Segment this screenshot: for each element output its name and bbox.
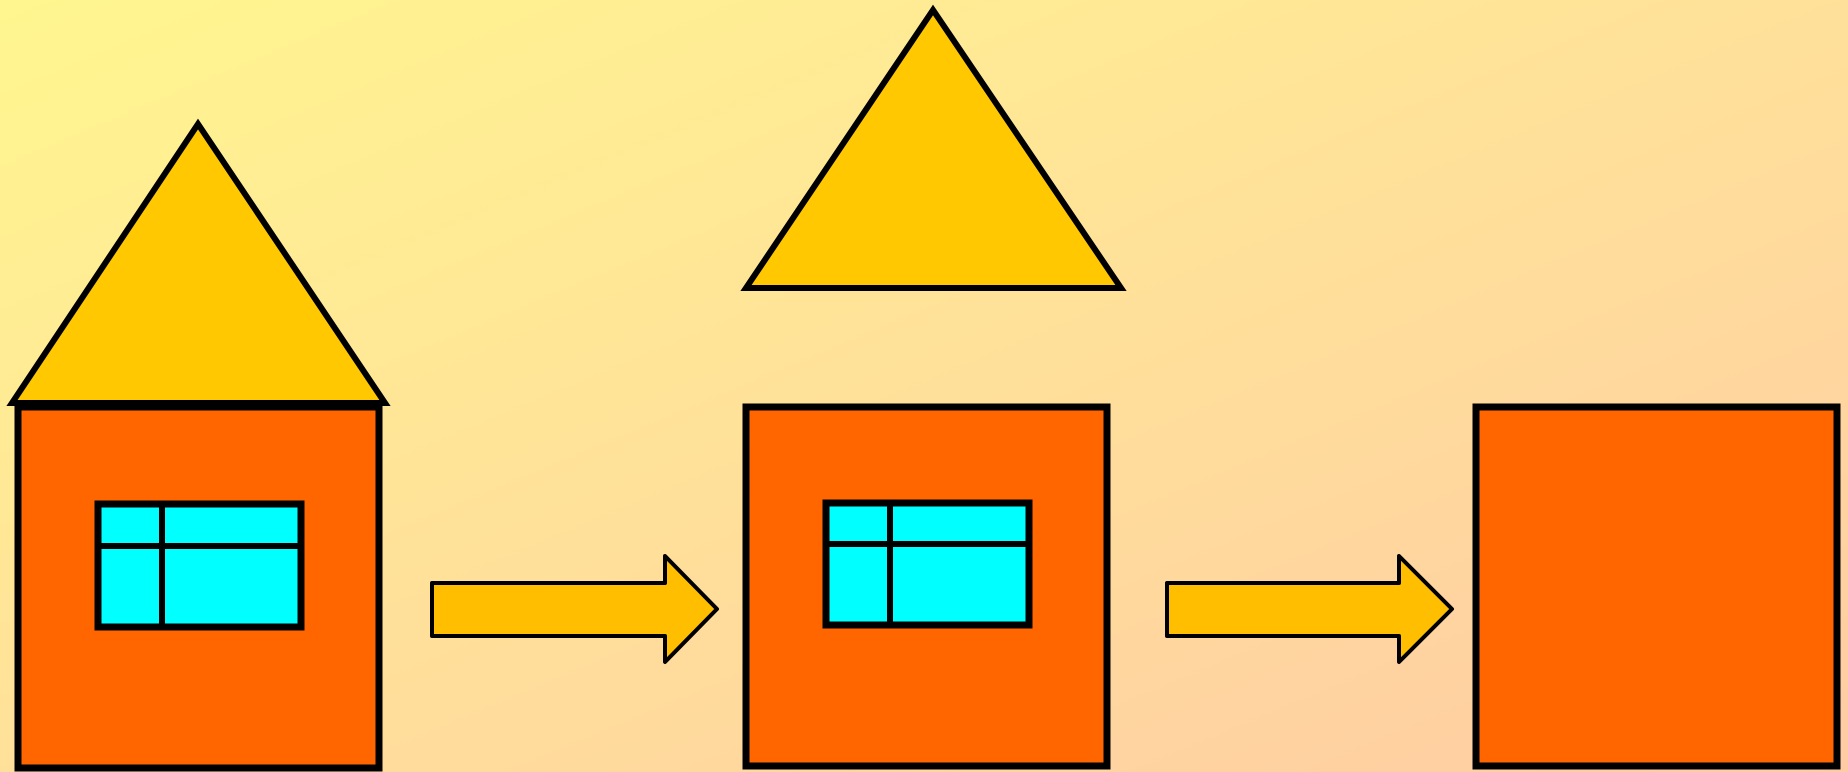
stage-separated-roof <box>740 4 1127 770</box>
arrow-right-icon <box>430 554 719 664</box>
house-2-window <box>822 499 1033 629</box>
house-1-window-frame <box>94 500 305 631</box>
stage-bare-wall <box>1472 403 1841 770</box>
house-3-wall <box>1472 403 1841 770</box>
house-2-roof <box>740 4 1127 291</box>
house-1-window <box>94 500 305 631</box>
stage-complete-house <box>6 118 391 772</box>
house-1-roof <box>6 118 391 406</box>
house-2-window-frame <box>822 499 1033 629</box>
arrow-right-icon <box>1165 554 1454 664</box>
